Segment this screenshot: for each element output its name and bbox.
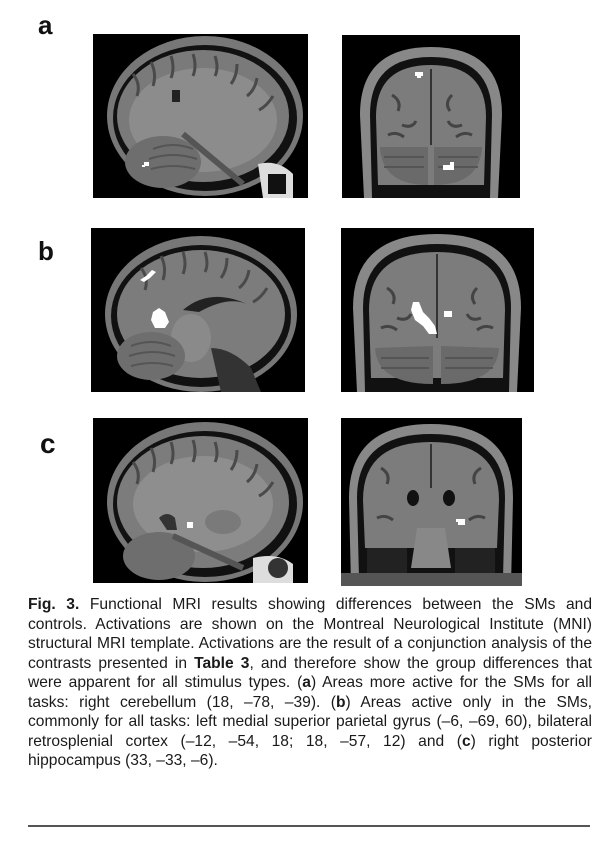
mri-sagittal-b — [91, 228, 305, 392]
caption-text-1: Functional MRI results showing differenc… — [28, 596, 592, 672]
sagittal-brain-image — [107, 36, 303, 198]
table-reference: Table 3 — [194, 654, 250, 672]
mri-sagittal-c — [93, 418, 308, 583]
caption-text-2: , and therefore show the group differenc… — [28, 654, 592, 692]
mri-coronal-b — [341, 228, 534, 392]
caption-panel-b-ref: b — [336, 693, 346, 711]
caption-divider — [28, 825, 590, 827]
panel-label-b: b — [38, 236, 54, 266]
coronal-brain-image — [360, 47, 502, 198]
caption-text-3: ) Areas more active for the SMs for all … — [28, 674, 592, 711]
caption-panel-c-ref: c — [461, 732, 471, 750]
mri-coronal-a — [342, 35, 520, 198]
caption-text-5: ) right posterior hippocampus (33, –33, … — [28, 732, 592, 770]
panel-label-c: c — [40, 428, 56, 459]
coronal-brain-image — [341, 424, 522, 586]
coronal-brain-image — [353, 234, 521, 392]
sagittal-brain-image — [105, 236, 297, 392]
caption-panel-a-ref: a — [302, 674, 311, 691]
mri-sagittal-a — [93, 34, 308, 198]
figure-label: Fig. 3. — [28, 596, 80, 613]
caption-text-4: ) Areas active only in the SMs, commonly… — [28, 693, 592, 750]
mri-coronal-c — [341, 418, 522, 586]
sagittal-brain-image — [107, 422, 303, 583]
figure-caption: Fig. 3. Functional MRI results showing d… — [28, 595, 592, 771]
panel-label-a: a — [38, 10, 53, 40]
